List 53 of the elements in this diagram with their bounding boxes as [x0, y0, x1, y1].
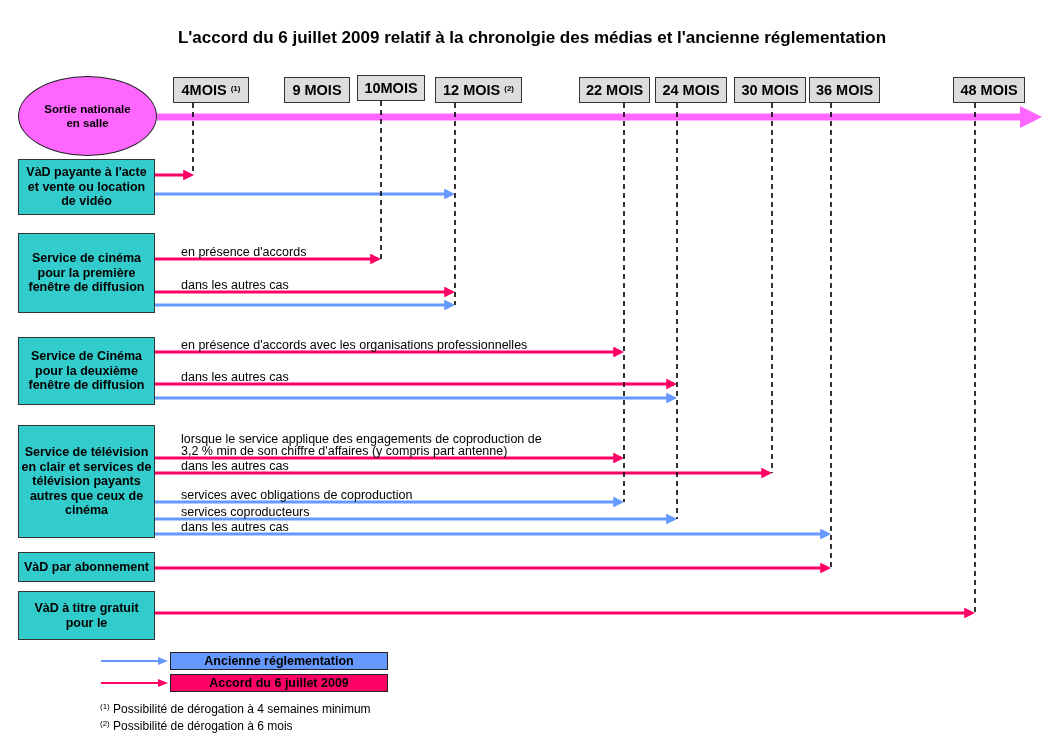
arrow	[155, 392, 677, 404]
edge-label: dans les autres cas	[181, 459, 289, 472]
edge-label: en présence d'accords	[181, 245, 307, 258]
dashed-line	[830, 102, 832, 569]
edge-label: dans les autres cas	[181, 370, 289, 383]
service-box: VàD à titre gratuit pour le	[18, 591, 155, 640]
month-box: 36 MOIS	[809, 77, 880, 103]
arrow	[155, 452, 624, 464]
dashed-line	[771, 102, 773, 474]
arrow	[155, 378, 677, 390]
service-box: VàD payante à l'acte et vente ou location de vidéo	[18, 159, 155, 215]
legend-item: Ancienne réglementation	[170, 652, 388, 670]
month-box: 24 MOIS	[655, 77, 727, 103]
service-box: Service de cinéma pour la première fenêtre de diffusion	[18, 233, 155, 313]
arrow	[155, 607, 975, 619]
month-box: 12 MOIS $^{(2)}$	[435, 77, 522, 103]
edge-label: en présence d'accords avec les organisations professionnelles	[181, 338, 528, 351]
month-box: 30 MOIS	[734, 77, 806, 103]
arrow	[155, 467, 772, 479]
diagram-title: L'accord du 6 juillet 2009 relatif à la chronolgie des médias et l'ancienne réglementation	[177, 28, 887, 48]
month-box: 9 MOIS	[284, 77, 350, 103]
arrow	[155, 286, 455, 298]
service-box: Service de Cinéma pour la deuxième fenêtre de diffusion	[18, 337, 155, 405]
arrow	[155, 496, 624, 508]
arrow	[155, 528, 831, 540]
arrow	[155, 346, 624, 358]
edge-label: lorsque le service applique des engagements de coproduction de 3,2 % min de son chiffre d'affaires (y compris part antenne)	[181, 432, 543, 457]
month-box: 22 MOIS	[579, 77, 650, 103]
month-box: 4MOIS $^{(1)}$	[173, 77, 249, 103]
arrow	[155, 188, 455, 200]
arrow	[155, 169, 194, 181]
footnote: $^{(1)}$ Possibilité de dérogation à 4 semaines minimum	[100, 702, 371, 716]
arrow	[155, 253, 381, 265]
start-ellipse: Sortie nationale en salle	[18, 76, 157, 156]
timeline-arrow	[157, 105, 1042, 129]
service-box: Service de télévision en clair et services de télévision payants autres que ceux de cinéma	[18, 425, 155, 538]
month-box: 10MOIS	[357, 75, 425, 101]
dashed-line	[676, 102, 678, 520]
dashed-line	[380, 100, 382, 260]
footnote: $^{(2)}$ Possibilité de dérogation à 6 mois	[100, 719, 293, 733]
legend-item: Accord du 6 juillet 2009	[170, 674, 388, 692]
edge-label: services coproducteurs	[181, 505, 310, 518]
arrow	[155, 299, 455, 311]
edge-label: services avec obligations de coproduction	[181, 488, 413, 501]
dashed-line	[623, 102, 625, 503]
service-box: VàD par abonnement	[18, 552, 155, 582]
dashed-line	[974, 102, 976, 614]
month-box: 48 MOIS	[953, 77, 1025, 103]
edge-label: dans les autres cas	[181, 520, 289, 533]
arrow	[155, 562, 831, 574]
edge-label: dans les autres cas	[181, 278, 289, 291]
dashed-line	[454, 102, 456, 306]
arrow	[155, 513, 677, 525]
